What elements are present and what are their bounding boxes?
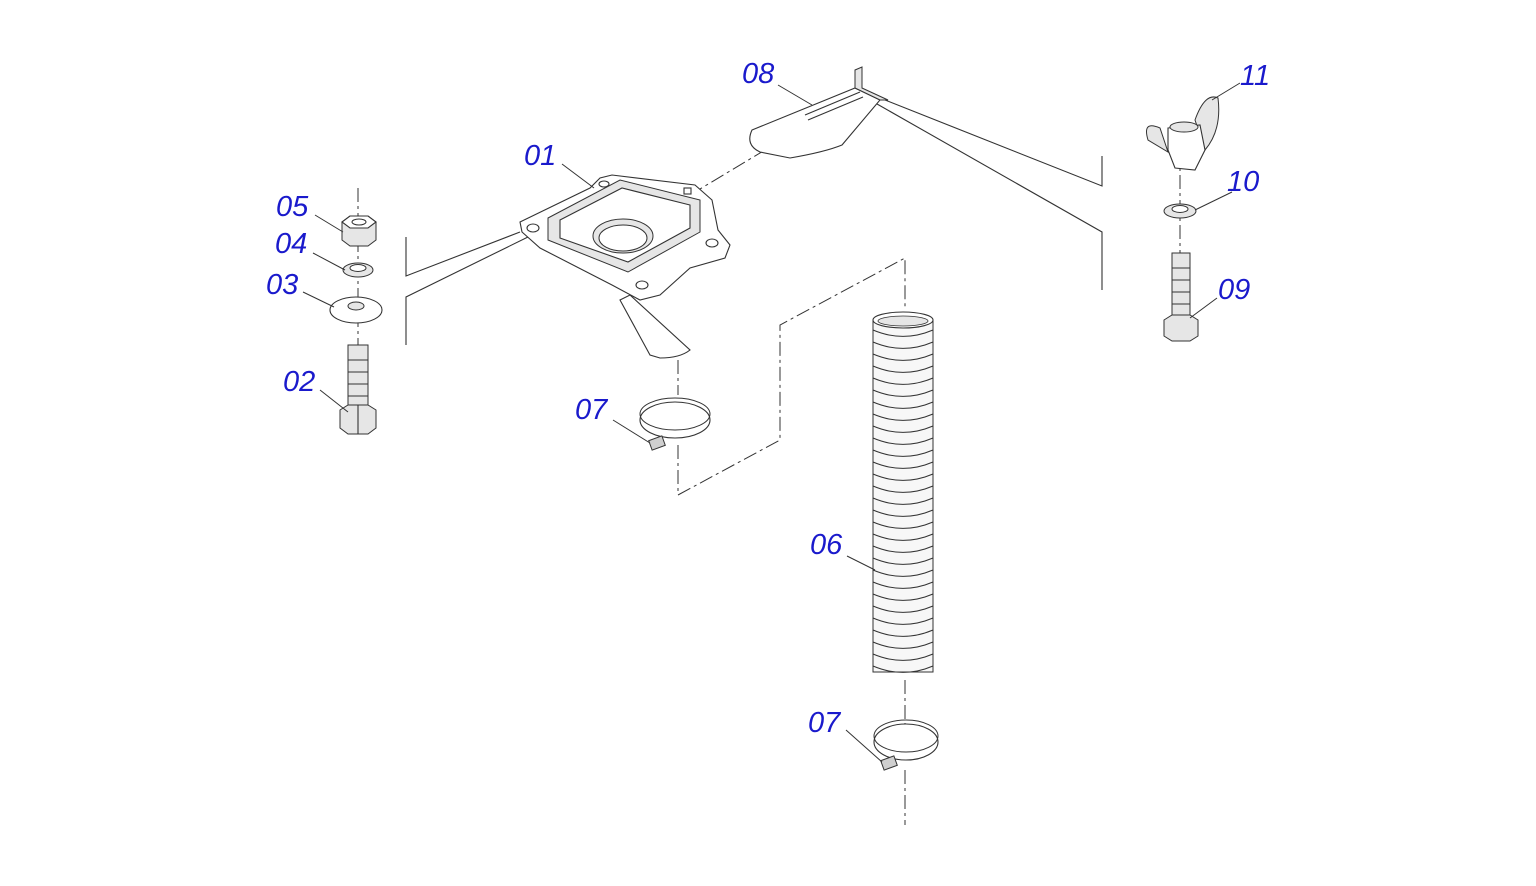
callout-02: 02 <box>283 366 316 398</box>
callout-08: 08 <box>742 58 775 90</box>
hose-ring <box>872 641 934 649</box>
part-05-nut <box>341 215 377 247</box>
part-08-plate <box>749 66 889 159</box>
hose-ring <box>872 377 934 385</box>
part-03-flat-washer <box>329 296 383 324</box>
hose-ring <box>872 545 934 553</box>
callout-01: 01 <box>524 140 557 172</box>
part-06-corrugated-hose <box>872 311 934 673</box>
leader-lines <box>302 82 1241 763</box>
part-11-wing-nut <box>1146 96 1220 171</box>
part-01-base <box>519 174 731 359</box>
assembly-frame-lines <box>405 97 1103 345</box>
hose-ring <box>872 329 934 337</box>
hose-ring <box>872 605 934 613</box>
hose-ring <box>872 449 934 457</box>
hose-ring <box>872 425 934 433</box>
part-10-washer <box>1163 203 1197 219</box>
hose-ring <box>872 509 934 517</box>
hose-ring <box>872 569 934 577</box>
part-07-hose-clamp-upper <box>639 397 711 451</box>
hose-ring <box>872 353 934 361</box>
hose-ring <box>872 557 934 565</box>
hose-inner-opening <box>877 315 929 327</box>
hose-ring <box>872 461 934 469</box>
hose-ring <box>872 437 934 445</box>
part-07-hose-clamp-lower <box>873 719 939 771</box>
hose-ring <box>872 653 934 661</box>
hose-ring <box>872 365 934 373</box>
hose-ring <box>872 389 934 397</box>
callout-11: 11 <box>1240 60 1271 92</box>
hose-ring <box>872 617 934 625</box>
part-04-lock-washer <box>342 262 374 278</box>
part-09-bolt <box>1163 252 1199 342</box>
hose-ring <box>872 593 934 601</box>
hose-ring <box>872 473 934 481</box>
hose-body <box>872 319 934 673</box>
callout-07-upper: 07 <box>575 394 608 426</box>
center-lines <box>357 149 1181 825</box>
hose-ring <box>872 533 934 541</box>
hose-ring <box>872 497 934 505</box>
hose-ring <box>872 485 934 493</box>
hose-ring <box>872 581 934 589</box>
part-02-bolt <box>339 344 377 435</box>
callout-07-lower: 07 <box>808 707 841 739</box>
hose-ring <box>872 413 934 421</box>
hose-ring <box>872 521 934 529</box>
callout-06: 06 <box>810 529 843 561</box>
hose-ring <box>872 341 934 349</box>
hose-ring <box>872 665 934 673</box>
callout-04: 04 <box>275 228 308 260</box>
hose-ring <box>872 629 934 637</box>
callout-05: 05 <box>276 191 309 223</box>
callout-09: 09 <box>1218 274 1251 306</box>
callout-03: 03 <box>266 269 299 301</box>
hose-ring <box>872 401 934 409</box>
callout-10: 10 <box>1227 166 1260 198</box>
